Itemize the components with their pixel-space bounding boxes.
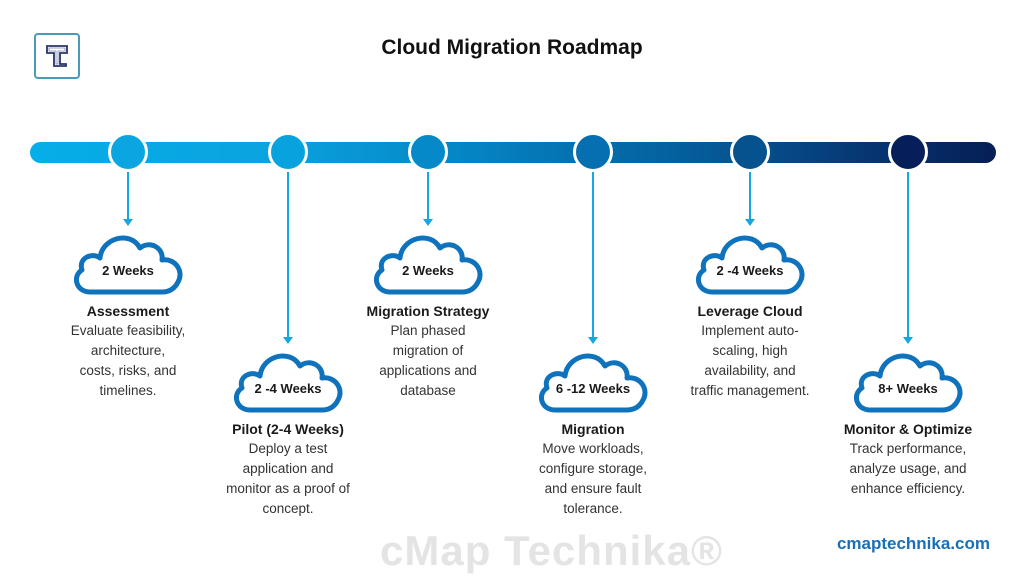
timeline-bar <box>30 142 996 163</box>
stage-description-line: architecture, <box>90 343 166 358</box>
timeline-node <box>888 132 928 172</box>
duration-label: 2 -4 Weeks <box>716 263 784 278</box>
connector-line <box>749 172 751 221</box>
cloud-icon <box>73 235 183 295</box>
timeline-node <box>108 132 148 172</box>
stage-description-line: Evaluate feasibility, <box>70 323 186 338</box>
stage-description-line: availability, and <box>704 363 796 378</box>
stage-description-line: concept. <box>262 501 314 516</box>
stage-description-line: timelines. <box>99 383 157 398</box>
stage-info: Pilot (2-4 Weeks) Deploy a test applicatio… <box>198 420 378 519</box>
website-link[interactable]: cmaptechnika.com <box>836 534 990 553</box>
stage-description-line: Implement auto- <box>701 323 799 338</box>
duration-label: 2 -4 Weeks <box>254 381 322 396</box>
stage-description-line: Deploy a test <box>248 441 328 456</box>
brand-logo <box>34 33 80 79</box>
stage-name: Assessment <box>86 303 170 319</box>
stage-description-line: scaling, high <box>712 343 788 358</box>
connector-line <box>427 172 429 221</box>
cloud-badge: 2 -4 Weeks <box>228 344 348 418</box>
duration-label: 6 -12 Weeks <box>555 381 631 396</box>
duration-label: 8+ Weeks <box>878 381 938 396</box>
watermark: cMap Technika® <box>380 527 723 574</box>
stage-name: Pilot (2-4 Weeks) <box>232 421 344 437</box>
connector-line <box>592 172 594 339</box>
connector-line <box>907 172 909 339</box>
t-logo-icon <box>46 45 68 67</box>
arrow-down-icon <box>423 219 433 226</box>
stage-description-line: costs, risks, and <box>79 363 177 378</box>
timeline-node <box>268 132 308 172</box>
cloud-badge: 2 Weeks <box>68 226 188 300</box>
stage-name: Monitor & Optimize <box>843 421 973 437</box>
stage-description-line: monitor as a proof of <box>226 481 350 496</box>
page-title: Cloud Migration Roadmap <box>381 36 643 59</box>
arrow-down-icon <box>123 219 133 226</box>
stage-description-line: analyze usage, and <box>849 461 967 476</box>
stage-description-line: database <box>400 383 456 398</box>
cloud-badge: 2 -4 Weeks <box>690 226 810 300</box>
arrow-down-icon <box>745 219 755 226</box>
timeline-node <box>730 132 770 172</box>
timeline-node <box>408 132 448 172</box>
cloud-icon <box>373 235 483 295</box>
duration-label: 2 Weeks <box>102 263 154 278</box>
stage-description-line: Plan phased <box>390 323 466 338</box>
connector-line <box>287 172 289 339</box>
stage-description-line: enhance efficiency. <box>850 481 966 496</box>
stage-description-line: application and <box>242 461 334 476</box>
stage-description-line: traffic management. <box>690 383 810 398</box>
cloud-badge: 8+ Weeks <box>848 344 968 418</box>
cloud-icon <box>695 235 805 295</box>
stage-description-line: configure storage, <box>538 461 648 476</box>
cloud-icon <box>853 353 963 413</box>
stage-description-line: migration of <box>392 343 464 358</box>
stage-description-line: and ensure fault <box>544 481 642 496</box>
stage-description-line: tolerance. <box>563 501 623 516</box>
stage-name: Migration Strategy <box>366 303 490 319</box>
cloud-icon <box>538 353 648 413</box>
stage-name: Leverage Cloud <box>697 303 803 319</box>
stage-description-line: Move workloads, <box>542 441 644 456</box>
arrow-down-icon <box>903 337 913 344</box>
cloud-badge: 6 -12 Weeks <box>533 344 653 418</box>
cloud-badge: 2 Weeks <box>368 226 488 300</box>
stage-name: Migration <box>561 421 625 437</box>
duration-label: 2 Weeks <box>402 263 454 278</box>
stage-description-line: Track performance, <box>849 441 967 456</box>
connector-line <box>127 172 129 221</box>
stage-description-line: applications and <box>379 363 477 378</box>
cloud-icon <box>233 353 343 413</box>
arrow-down-icon <box>283 337 293 344</box>
timeline-node <box>573 132 613 172</box>
arrow-down-icon <box>588 337 598 344</box>
